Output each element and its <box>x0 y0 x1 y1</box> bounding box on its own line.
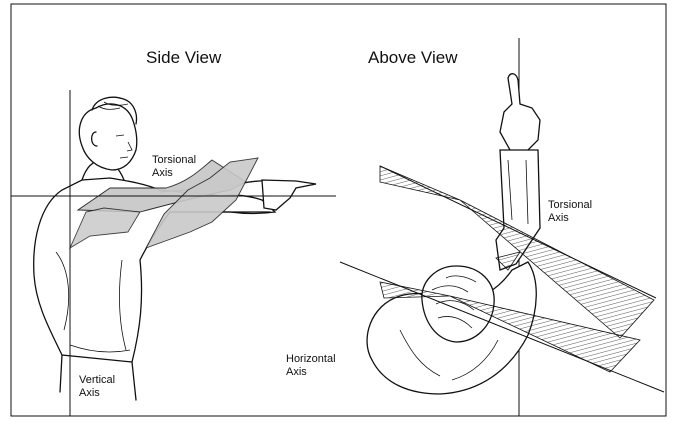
above-torsional-label-1: Torsional <box>548 199 592 211</box>
side-vertical-label-1: Vertical <box>79 374 115 386</box>
side-view-title: Side View <box>146 48 222 67</box>
side-head <box>79 104 136 170</box>
above-horizontal-label-1: Horizontal <box>286 353 336 365</box>
side-hand <box>262 180 316 210</box>
above-horizontal-label-2: Axis <box>286 366 307 378</box>
side-view-person <box>34 97 316 400</box>
above-view-title: Above View <box>368 48 458 67</box>
above-upper-left-cone <box>380 166 460 200</box>
side-torsional-label-1: Torsional <box>152 154 196 166</box>
side-vertical-label-2: Axis <box>79 387 100 399</box>
side-torsional-label-2: Axis <box>152 167 173 179</box>
above-torsional-label-2: Axis <box>548 212 569 224</box>
above-hand <box>500 74 540 152</box>
above-view-panel: Above View Torsional Axis Horizontal Axi… <box>286 38 664 416</box>
